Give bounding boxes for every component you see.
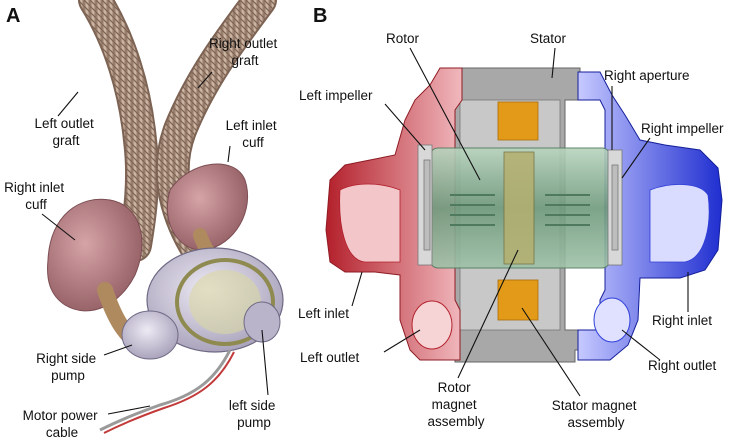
right-impeller-blades (607, 149, 623, 266)
label-right-inlet-cuff-line-2: cuff (25, 197, 47, 212)
label-right-side-pump-line-2: pump (51, 368, 85, 383)
label-rotor-magnet-assembly: Rotor magnet assembly (427, 380, 484, 429)
label-right-aperture: Right aperture (604, 68, 690, 83)
stator-magnet-upper (497, 101, 539, 141)
label-stator-magnet-line-2: assembly (567, 415, 624, 430)
leader-right-outlet-graft (197, 71, 213, 89)
label-right-side-pump: Right side pump (36, 351, 100, 383)
label-stator-magnet-assembly: Stator magnet assembly (552, 398, 641, 430)
label-left-outlet-graft-line-2: graft (52, 133, 79, 148)
label-rotor-magnet-line-3: assembly (427, 414, 484, 429)
label-right-side-pump-line-1: Right side (36, 351, 96, 366)
label-stator: Stator (530, 31, 567, 46)
label-right-outlet: Right outlet (648, 358, 717, 373)
label-right-inlet: Right inlet (652, 313, 712, 328)
rotor-threads (450, 194, 590, 226)
label-right-outlet-graft-line-1: Right outlet (209, 36, 278, 51)
label-stator-magnet-line-1: Stator magnet (552, 398, 637, 413)
leader-left-inlet-cuff (227, 145, 231, 163)
leader-motor-power-cable (107, 405, 151, 415)
leader-left-impeller (384, 103, 426, 151)
panel-a-illustration (47, 0, 284, 434)
label-right-inlet-cuff-line-1: Right inlet (4, 180, 64, 195)
label-left-inlet-cuff: Left inlet cuff (226, 118, 281, 150)
right-outlet-port (593, 297, 631, 343)
label-left-side-pump: left side pump (229, 398, 279, 430)
label-motor-power-cable-line-1: Motor power (23, 408, 99, 423)
label-left-inlet: Left inlet (298, 306, 349, 321)
left-inlet-channel (339, 183, 401, 263)
right-inlet-cuff-shape (47, 198, 143, 312)
label-motor-power-cable: Motor power cable (23, 408, 102, 440)
motor-power-cable-wires (99, 349, 235, 434)
label-rotor-magnet-line-1: Rotor (438, 380, 472, 395)
panel-b-label: B (313, 5, 327, 27)
label-right-impeller: Right impeller (641, 121, 724, 136)
leader-right-impeller (621, 137, 651, 179)
leader-left-side-pump (261, 329, 269, 396)
label-left-outlet-graft: Left outlet graft (34, 116, 97, 148)
label-left-outlet: Left outlet (300, 350, 360, 365)
label-rotor: Rotor (386, 31, 420, 46)
left-inlet-cuff-shape (166, 163, 249, 251)
leader-rotor-magnet-assembly (457, 249, 519, 379)
left-impeller-blades (417, 144, 433, 266)
label-left-side-pump-line-2: pump (237, 415, 271, 430)
label-left-inlet-cuff-line-1: Left inlet (226, 118, 277, 133)
label-motor-power-cable-line-2: cable (46, 425, 78, 440)
label-left-side-pump-line-1: left side (229, 398, 276, 413)
label-right-inlet-cuff: Right inlet cuff (4, 180, 68, 212)
leader-left-outlet (383, 329, 421, 353)
rotor-magnet-block (503, 151, 535, 265)
label-left-outlet-graft-line-1: Left outlet (34, 116, 94, 131)
right-inlet-channel (649, 184, 710, 263)
leader-right-side-pump (103, 344, 133, 356)
leader-right-inlet-cuff (41, 213, 76, 241)
leader-left-inlet (351, 271, 363, 307)
label-right-outlet-graft-line-2: graft (231, 53, 258, 68)
leader-stator-magnet-assembly (521, 307, 581, 397)
panel-b-cross-section (325, 67, 723, 363)
leader-rotor (409, 47, 481, 181)
leader-left-outlet-graft (57, 91, 79, 117)
label-rotor-magnet-line-2: magnet (432, 397, 477, 412)
pump-unit (121, 247, 284, 360)
label-left-impeller: Left impeller (299, 88, 373, 103)
panel-a-label: A (6, 5, 20, 27)
leader-stator (551, 47, 556, 79)
leader-right-outlet (621, 329, 661, 361)
label-right-outlet-graft: Right outlet graft (209, 36, 281, 68)
label-left-inlet-cuff-line-2: cuff (242, 135, 264, 150)
left-outlet-port (411, 300, 453, 350)
left-outlet-graft-tube (78, 0, 160, 262)
stator-magnet-lower (497, 279, 539, 321)
